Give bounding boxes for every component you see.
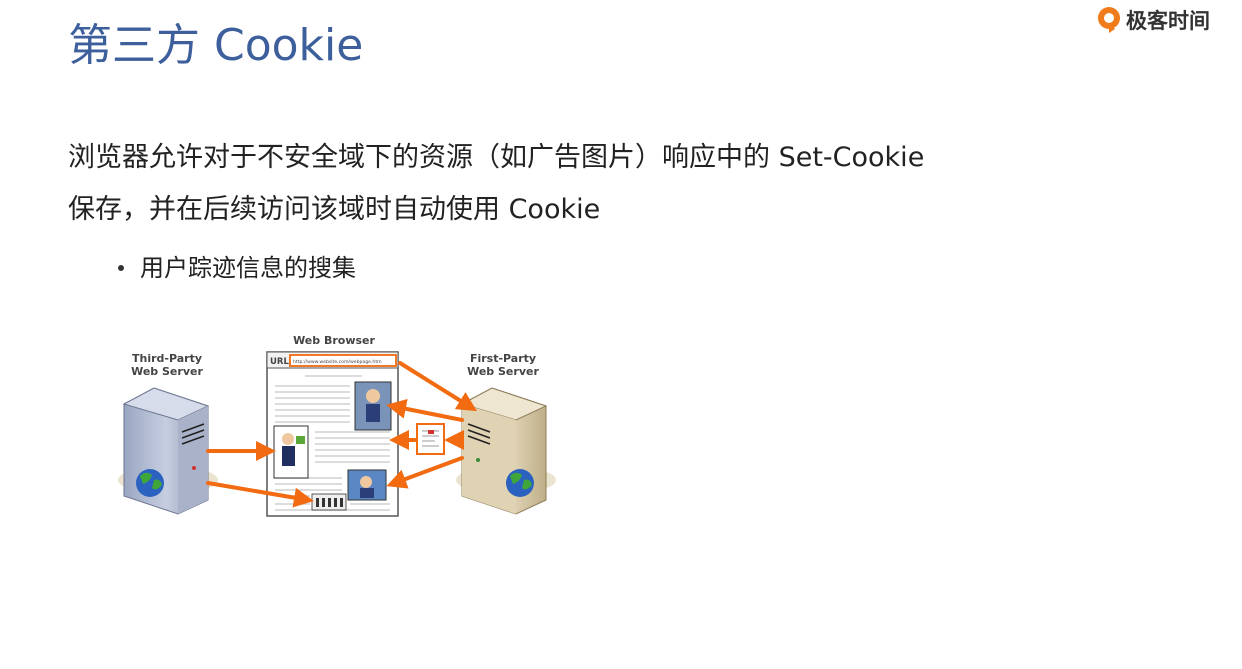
bullet-item: 用户踪迹信息的搜集: [118, 250, 356, 286]
logo-icon: [1098, 7, 1120, 33]
browser-window: URL http://www.website.com/webpage.htm: [266, 351, 399, 517]
third-party-server: [118, 387, 218, 515]
first-party-server: [456, 387, 556, 515]
page-title: 第三方 Cookie: [68, 20, 364, 71]
bullet-text: 用户踪迹信息的搜集: [140, 254, 356, 282]
logo-text: 极客时间: [1126, 9, 1210, 33]
third-party-cookie-diagram: Web Browser Third-Party Web Server First…: [118, 334, 556, 517]
document-icon: [416, 423, 445, 455]
url-label: URL: [270, 357, 289, 367]
browser-label: Web Browser: [293, 334, 375, 347]
first-party-label-line-1: First-Party: [470, 352, 536, 365]
request-arrows: [206, 361, 478, 508]
brand-logo: 极客时间: [1096, 4, 1210, 36]
third-party-label-line-2: Web Server: [131, 365, 203, 378]
bullet-dot-icon: [118, 265, 124, 271]
url-text: http://www.website.com/webpage.htm: [293, 359, 382, 365]
body-paragraph-line-1: 浏览器允许对于不安全域下的资源（如广告图片）响应中的 Set-Cookie: [68, 142, 925, 173]
third-party-label-line-1: Third-Party: [132, 352, 202, 365]
body-paragraph-line-2: 保存，并在后续访问该域时自动使用 Cookie: [68, 194, 601, 225]
first-party-label-line-2: Web Server: [467, 365, 539, 378]
